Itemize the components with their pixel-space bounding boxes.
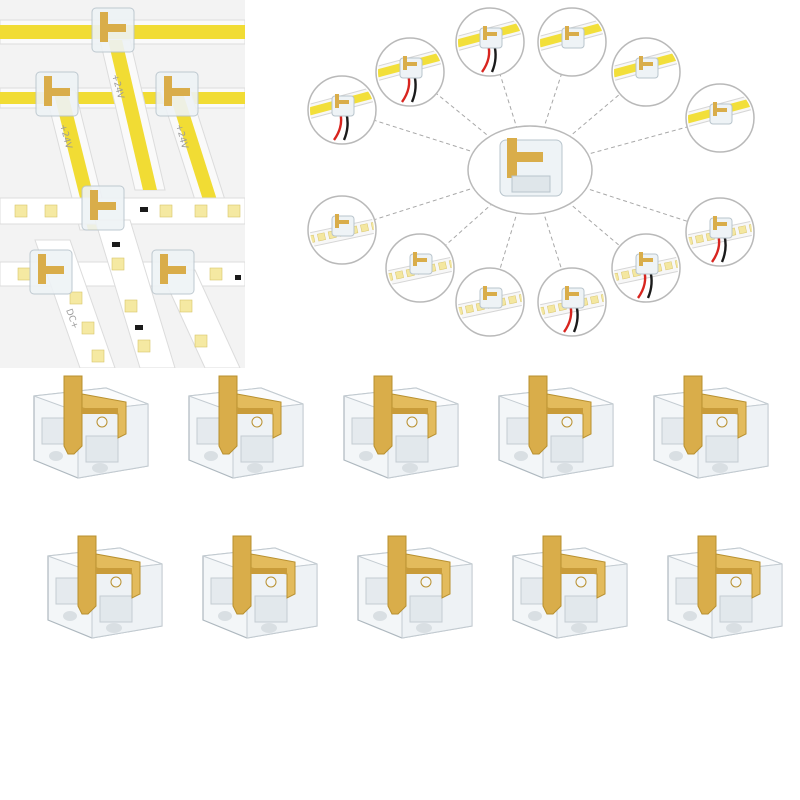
strip-connector [340, 374, 462, 486]
usage-example-circle [685, 197, 755, 267]
usage-example-circle [455, 7, 525, 77]
strip-connector [30, 374, 152, 486]
strip-connector [495, 374, 617, 486]
led-strip-illustration: +24V +24V +24V DC+ [0, 0, 245, 368]
mini-connector [155, 71, 199, 117]
usage-example-circle [537, 7, 607, 77]
usage-example-circle [685, 83, 755, 153]
usage-example-circle [455, 267, 525, 337]
mini-connector [29, 249, 73, 295]
usage-example-circle [611, 233, 681, 303]
usage-example-circle [611, 37, 681, 107]
strip-connector [199, 534, 321, 646]
center-connector [467, 125, 593, 215]
dashed-connector-line [529, 169, 721, 233]
usage-diagram-svg [307, 7, 755, 337]
usage-example-circle [537, 267, 607, 337]
mini-connector [91, 7, 135, 53]
strip-connector [185, 374, 307, 486]
strip-connector [509, 534, 631, 646]
strip-connector [650, 374, 772, 486]
usage-example-circle [375, 37, 445, 107]
strip-connector [354, 534, 476, 646]
usage-example-circle [307, 75, 377, 145]
usage-example-circle [307, 195, 377, 265]
usage-diagram [300, 0, 770, 355]
strip-connector [664, 534, 786, 646]
mini-connector [81, 185, 125, 231]
usage-example-circle [385, 233, 455, 303]
mini-connector [151, 249, 195, 295]
mini-connector [35, 71, 79, 117]
led-strip-collage: +24V +24V +24V DC+ [0, 0, 245, 368]
strip-connector [44, 534, 166, 646]
